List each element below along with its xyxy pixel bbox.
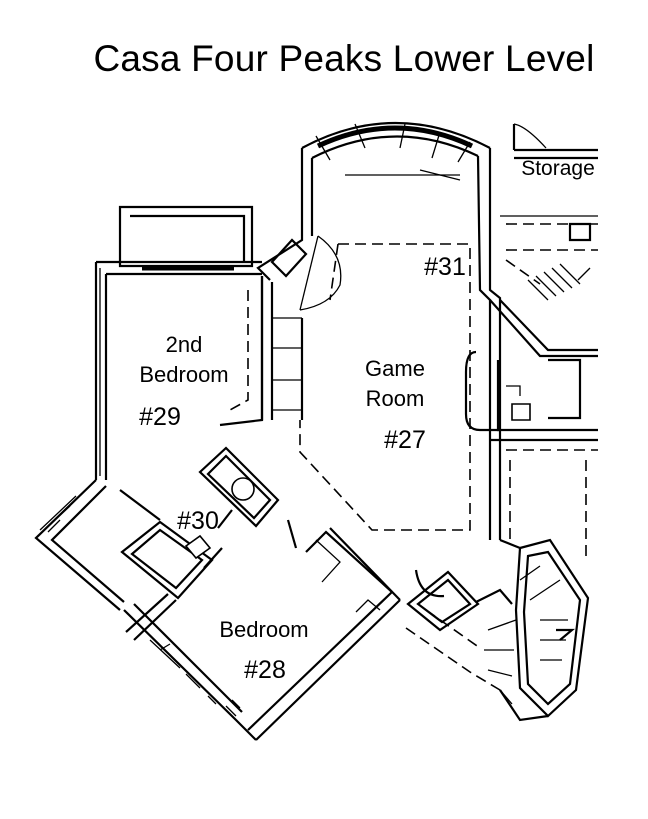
game-room-number: #27 bbox=[384, 426, 426, 454]
entry-door bbox=[270, 235, 342, 311]
hall-number: #31 bbox=[424, 253, 466, 281]
west-angled-wall bbox=[34, 479, 161, 611]
game-room-label-line2: Room bbox=[366, 386, 425, 411]
room-labels: 2nd Bedroom #29 Game Room #27 #31 #30 Be… bbox=[139, 157, 595, 684]
game-room-walls bbox=[256, 122, 502, 540]
game-room-label-line1: Game bbox=[365, 356, 425, 381]
plan-title: Casa Four Peaks Lower Level bbox=[93, 38, 595, 79]
second-bedroom-number: #29 bbox=[139, 403, 181, 431]
storage-label: Storage bbox=[521, 157, 595, 180]
second-bedroom-walls bbox=[94, 205, 264, 480]
bedroom-walls bbox=[123, 519, 401, 741]
bedroom-number: #28 bbox=[244, 656, 286, 684]
bath-number: #30 bbox=[177, 507, 219, 535]
east-rooms bbox=[464, 123, 598, 560]
center-stair bbox=[260, 276, 304, 420]
bedroom-label: Bedroom bbox=[219, 617, 308, 642]
second-bedroom-label-line2: Bedroom bbox=[139, 362, 228, 387]
second-bedroom-label-line1: 2nd bbox=[166, 332, 203, 357]
southeast-stair bbox=[405, 538, 590, 722]
bath-fixtures bbox=[120, 446, 280, 641]
